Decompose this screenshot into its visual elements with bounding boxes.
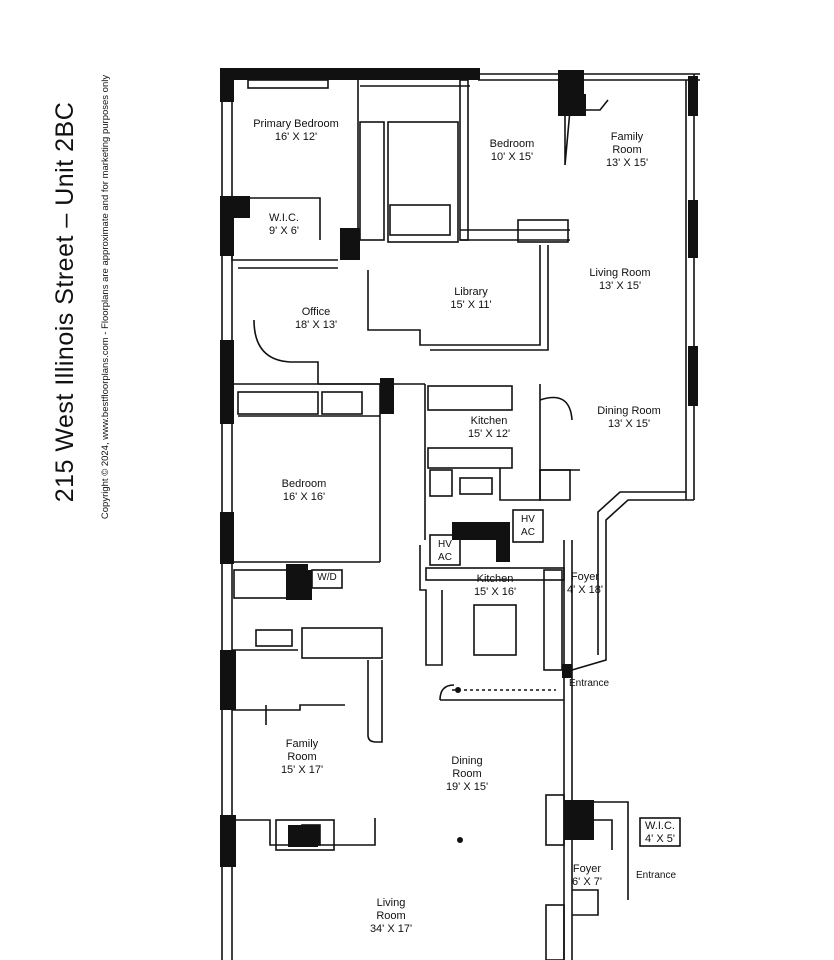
entrance-label-lower: Entrance xyxy=(635,870,677,881)
room-label-wic-upper: W.I.C.9' X 6' xyxy=(269,212,299,237)
entrance-label-upper: Entrance xyxy=(568,678,610,689)
room-label-wic-lower: W.I.C.4' X 5' xyxy=(645,820,675,845)
wall-blocks xyxy=(220,68,698,867)
washer-dryer-label: W/D xyxy=(317,572,337,583)
